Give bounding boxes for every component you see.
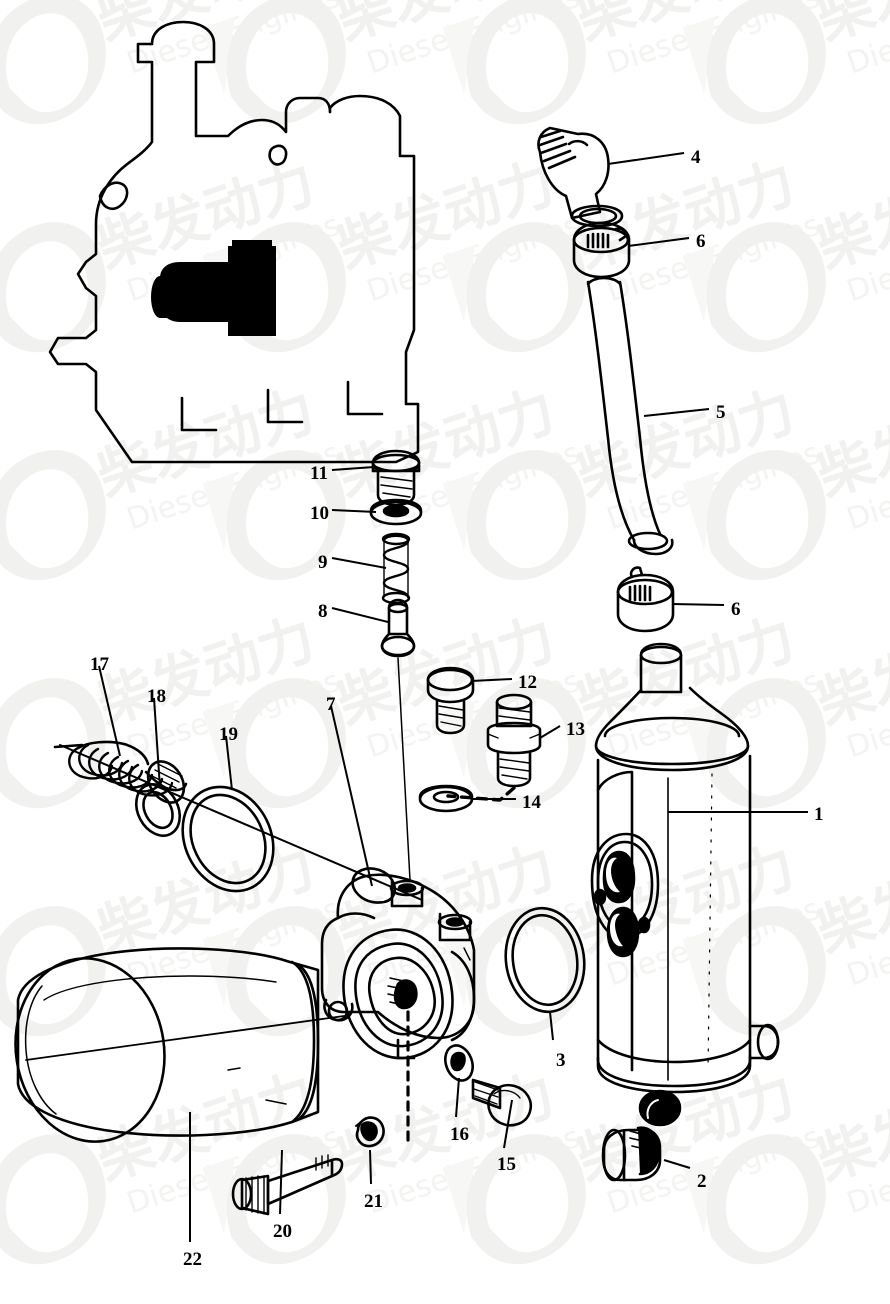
o-ring-medium [181,785,275,893]
callout-label-drain-plug: 2 [697,1171,707,1192]
valve-plunger [380,598,416,658]
leader-6 [627,237,690,247]
callout-label-valve-spring: 9 [318,552,328,573]
adapter-nipple [486,693,542,788]
drain-plug [601,1126,662,1182]
oil-hose [586,276,674,556]
callout-label-coil-spring: 17 [90,654,109,675]
callout-label-o-ring-large-seal: 3 [556,1050,566,1071]
flange-bolt [471,1078,532,1127]
leader-11 [331,466,375,471]
hose-clamp-lower [616,566,675,633]
callout-label-flange-bolt: 15 [497,1154,516,1175]
leader-5 [643,408,710,417]
leader-8 [331,607,389,623]
callout-label-hose-clamp-upper: 6 [696,231,706,252]
leader-4 [607,152,685,165]
leader-18 [153,697,161,789]
callout-label-filter-head-housing: 7 [326,694,336,715]
callout-label-adapter-nipple: 13 [566,719,585,740]
valve-spring [381,532,411,605]
callout-label-hose: 5 [716,402,726,423]
leader-9 [331,557,387,569]
leader-21 [369,1149,372,1185]
leader-6b [671,603,725,606]
callout-label-hose-clamp-lower: 6 [731,599,741,620]
washer-small [444,1044,474,1082]
callout-label-o-ring-medium: 19 [219,724,238,745]
callout-label-hex-plug: 12 [518,672,537,693]
leader-7 [330,705,373,887]
engine-block-outline [48,20,420,464]
leader-12 [470,678,513,682]
filter-head-housing [320,867,476,1060]
hose-clamp-upper [572,221,631,279]
leader-17 [98,665,121,757]
leader-16 [455,1077,460,1118]
o-ring-large-seal [504,906,586,1014]
leader-2 [663,1159,691,1169]
shoulder-screw [231,1154,344,1216]
leader-10 [331,509,377,513]
callout-label-valve-plunger: 8 [318,601,328,622]
callout-label-flat-washer: 14 [522,792,541,813]
callout-label-elbow-fitting: 4 [691,147,701,168]
retaining-clip [355,1116,385,1148]
leader-3 [549,1011,554,1041]
sealing-washer [369,498,423,526]
callout-label-threaded-plug: 11 [310,463,328,484]
leader-19 [225,735,233,791]
callout-label-washer-small: 16 [450,1124,469,1145]
callout-label-shoulder-screw: 20 [273,1221,292,1242]
leader-15 [503,1099,513,1149]
leader-20 [279,1149,283,1215]
callout-label-retaining-clip: 21 [364,1191,383,1212]
callout-label-oil-filter-cartridge: 22 [183,1249,202,1270]
oil-cooler-housing [590,642,780,1127]
o-ring-small [134,783,182,837]
callout-label-sealing-washer: 10 [310,503,329,524]
callout-label-oil-cooler-housing: 1 [814,804,824,825]
oil-filter-cartridge [14,947,320,1143]
callout-label-o-ring-small: 18 [147,686,166,707]
leader-13 [539,725,561,739]
